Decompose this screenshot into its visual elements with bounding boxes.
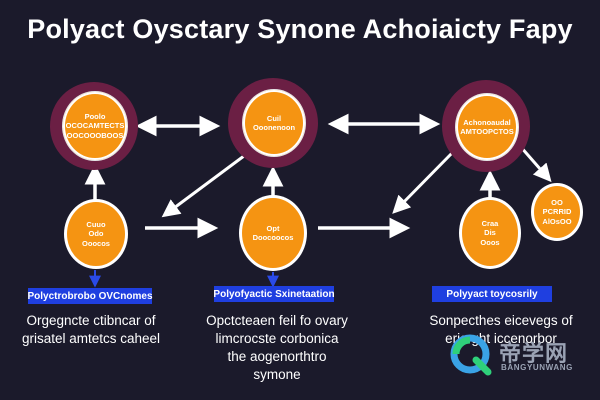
arrow-diag-right-to-far (518, 145, 552, 183)
node-top-right-label: Achonoaudal AMTOOPCTOS (460, 117, 514, 136)
node-mid-left[interactable]: Cuuo Odo Ooocos (67, 202, 125, 266)
watermark-q-logo-icon (450, 334, 492, 376)
node-top-mid-label: Cuil Ooonenoon (252, 113, 296, 132)
node-mid-center[interactable]: Opt Doocoocos (242, 198, 304, 268)
watermark: 帝学网 BANGYUNWANG (448, 332, 598, 378)
node-mid-right-label: Craa Dis Ooos (480, 218, 500, 247)
arrow-diag-center-to-left (161, 148, 253, 218)
node-mid-left-label: Cuuo Odo Ooocos (82, 219, 110, 248)
diagram-title: Polyact Oysctary Synone Achoiaicty Fapy (27, 14, 573, 44)
node-top-right[interactable]: Achonoaudal AMTOOPCTOS (456, 94, 518, 160)
node-far-right-label: OO PCRRID AlOsOO (542, 197, 572, 226)
label-left: Polyctrobrobo OVCnomes (28, 288, 153, 304)
caption-left: Orgegncte ctibncar of grisatel amtetcs c… (21, 313, 161, 346)
node-mid-right[interactable]: Craa Dis Ooos (462, 200, 518, 266)
caption-center: Opctcteaen feil fo ovary limcrocste corb… (206, 313, 348, 382)
label-right: Polyyact toycosrily (432, 286, 552, 302)
node-mid-center-label: Opt Doocoocos (252, 223, 294, 242)
node-top-left-label: Poolo OCOCAMTECTS OOCOOOBOOS (65, 111, 125, 140)
watermark-text: 帝学网 (499, 342, 569, 367)
node-top-left[interactable]: Poolo OCOCAMTECTS OOCOOOBOOS (63, 92, 127, 160)
watermark-subtext: BANGYUNWANG (501, 363, 573, 372)
node-far-right[interactable]: OO PCRRID AlOsOO (534, 186, 580, 238)
node-top-mid[interactable]: Cuil Ooonenoon (243, 90, 305, 156)
label-center: Polyofyactic Sxinetaation (213, 286, 335, 302)
arrow-diag-right-to-center (392, 148, 457, 214)
